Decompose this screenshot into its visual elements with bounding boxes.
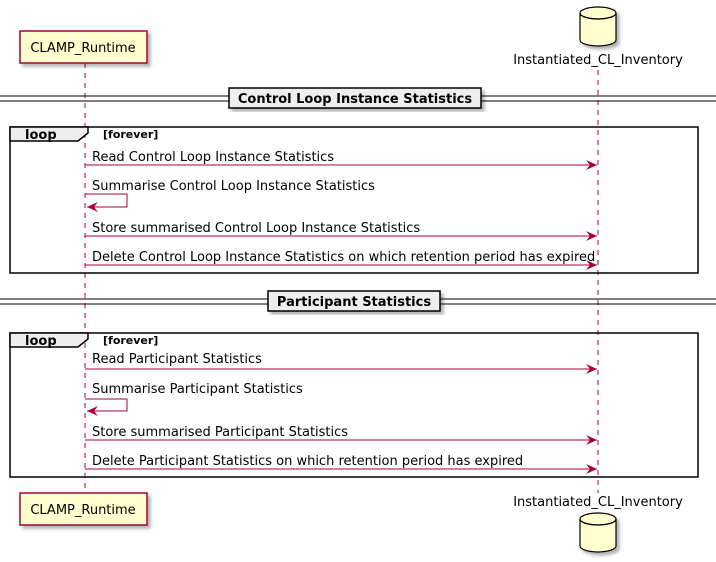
message: Store summarised Control Loop Instance S…	[85, 221, 597, 241]
self-message-arrow	[85, 398, 128, 416]
inventory-database-top[interactable]: Instantiated_CL_Inventory	[513, 6, 683, 68]
runtime-participant-top[interactable]: CLAMP_Runtime	[19, 30, 148, 64]
self-message-arrow	[85, 193, 128, 212]
message-label: Store summarised Control Loop Instance S…	[92, 221, 420, 236]
loop-frame: loop [forever]	[9, 126, 699, 274]
message-label: Read Control Loop Instance Statistics	[92, 150, 334, 165]
message: Store summarised Participant Statistics	[85, 425, 597, 445]
message-label: Read Participant Statistics	[92, 352, 262, 367]
loop-label: loop	[25, 128, 57, 143]
loop-condition: [forever]	[103, 128, 158, 141]
section-title: Control Loop Instance Statistics	[238, 92, 472, 107]
section-title: Participant Statistics	[277, 295, 431, 310]
inventory-participant-label: Instantiated_CL_Inventory	[513, 53, 683, 68]
section-divider: Control Loop Instance Statistics	[0, 87, 716, 109]
self-message: Summarise Participant Statistics	[85, 382, 303, 416]
message-label: Summarise Control Loop Instance Statisti…	[92, 179, 375, 194]
database-icon	[579, 512, 617, 553]
message-label: Delete Participant Statistics on which r…	[92, 454, 523, 469]
message-label: Store summarised Participant Statistics	[92, 425, 348, 440]
runtime-participant-label: CLAMP_Runtime	[30, 503, 135, 518]
section-divider: Participant Statistics	[0, 290, 716, 312]
loop-condition: [forever]	[103, 334, 158, 347]
message: Read Participant Statistics	[85, 352, 597, 374]
runtime-participant-bottom[interactable]: CLAMP_Runtime	[19, 492, 148, 526]
message: Read Control Loop Instance Statistics	[85, 150, 597, 170]
loop-frame: loop [forever]	[9, 332, 699, 478]
message: Delete Control Loop Instance Statistics …	[85, 250, 597, 270]
self-message: Summarise Control Loop Instance Statisti…	[85, 179, 375, 212]
loop-label: loop	[25, 334, 57, 349]
database-icon	[579, 6, 617, 47]
inventory-database-bottom[interactable]: Instantiated_CL_Inventory	[513, 495, 683, 553]
message-label: Delete Control Loop Instance Statistics …	[92, 250, 595, 265]
message: Delete Participant Statistics on which r…	[85, 454, 597, 474]
inventory-participant-label: Instantiated_CL_Inventory	[513, 495, 683, 510]
message-label: Summarise Participant Statistics	[92, 382, 303, 397]
runtime-participant-label: CLAMP_Runtime	[30, 41, 135, 56]
